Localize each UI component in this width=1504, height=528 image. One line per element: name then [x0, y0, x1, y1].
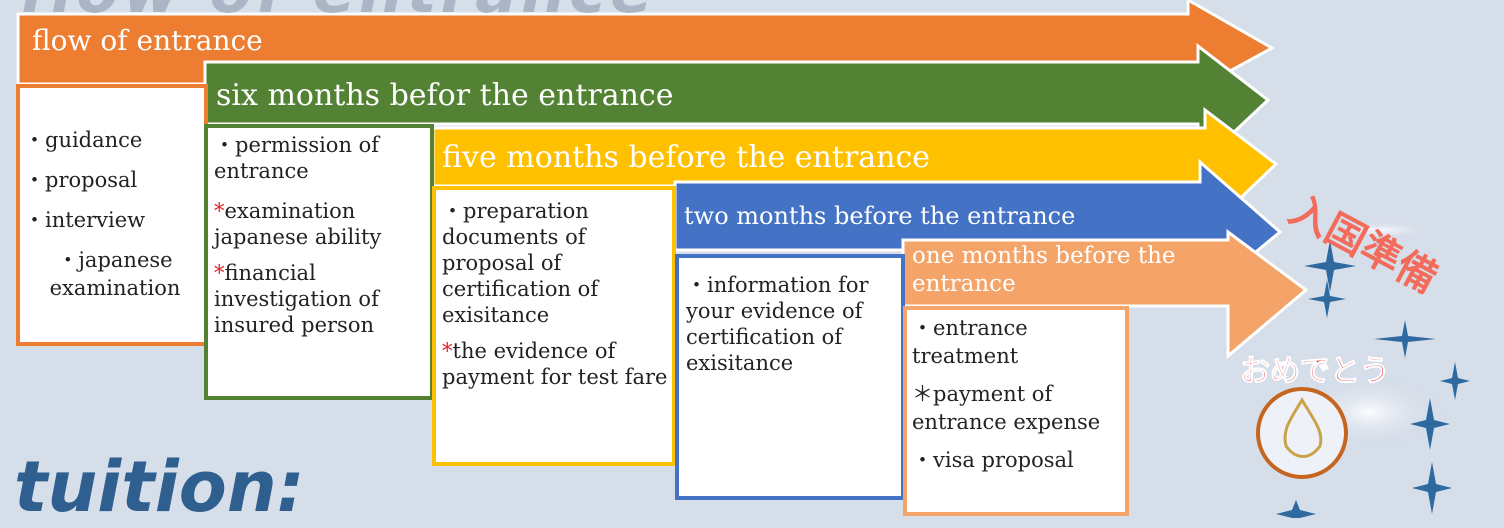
background-heading-bottom: tuition: [14, 446, 305, 528]
sparkle-decoration [1256, 220, 1470, 518]
sparkle-icon [1440, 362, 1470, 400]
stage-5-box-border [903, 306, 1129, 516]
stage-4-items: ・information for your evidence of certif… [686, 272, 896, 376]
red-asterisk-icon: * [214, 199, 225, 223]
list-item: ・guidance [24, 128, 143, 152]
stage-2-items: ・permission of entrance *examination jap… [214, 132, 430, 338]
logo-circle [1256, 387, 1348, 479]
stage-4-box-border [675, 254, 905, 500]
stage-1-title: flow of entrance [32, 24, 263, 57]
stage-3-title: five months before the entrance [442, 140, 931, 175]
list-item-text: examination japanese ability [214, 199, 382, 249]
list-item: ・information for your evidence of certif… [686, 273, 869, 375]
sparkle-icon [1374, 320, 1436, 358]
list-item: ・interview [24, 208, 146, 232]
sparkle-icon [1412, 462, 1452, 514]
list-item: ・permission of entrance [214, 133, 380, 183]
background-heading-top: flow of entrance [20, 0, 656, 27]
stage-5-title-text: one months before the entrance [912, 243, 1176, 297]
list-item: ・visa proposal [912, 448, 1074, 472]
stage-3-box-border [432, 186, 676, 466]
list-item-text: financial investigation of insured perso… [214, 261, 379, 337]
stage-3-items: ・preparation documents of proposal of ce… [442, 198, 670, 390]
list-item: ・entrance treatment [912, 316, 1028, 368]
sparkle-icon [1304, 240, 1356, 292]
sparkle-icon [1276, 500, 1316, 518]
stage-4-title: two months before the entrance [684, 202, 1076, 230]
list-item: ・preparation documents of proposal of ce… [442, 199, 599, 327]
red-asterisk-icon: * [214, 261, 225, 285]
stage-5-items: ・entrance treatment ＊payment of entrance… [912, 314, 1124, 474]
sparkle-icon [1410, 398, 1450, 450]
stage-1-items: ・guidance ・proposal ・interview ・japanese… [24, 126, 206, 302]
stage-2-box-border [204, 124, 434, 400]
list-item: *the evidence of payment for test fare [442, 338, 670, 390]
list-item-text: the evidence of payment for test fare [442, 339, 668, 389]
list-item: ＊payment of entrance expense [912, 382, 1101, 434]
congrats-text: おめでとう [1240, 354, 1391, 390]
stage-5-title: one months before the entrance [912, 242, 1212, 298]
list-item: *examination japanese ability [214, 198, 430, 250]
list-item: *financial investigation of insured pers… [214, 260, 430, 338]
sparkle-icon [1308, 280, 1346, 318]
stage-1-box-border [16, 84, 208, 346]
list-item: ・japanese examination [49, 248, 181, 300]
list-item: ・proposal [24, 168, 138, 192]
red-asterisk-icon: * [442, 339, 453, 363]
stage-2-title: six months befor the entrance [216, 78, 674, 113]
logo-mark [1283, 397, 1323, 458]
